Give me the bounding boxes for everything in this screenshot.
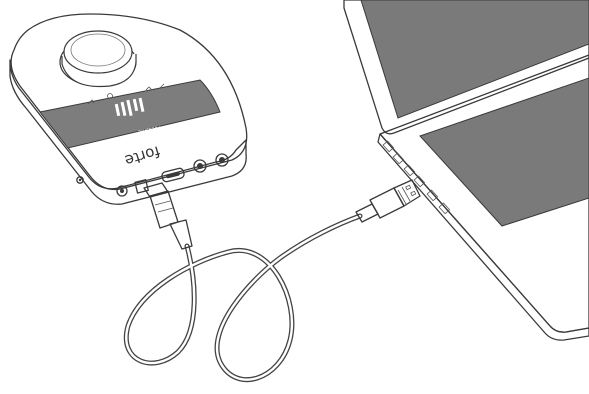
usb-cable (126, 180, 420, 380)
cable-wire-highlight (126, 216, 360, 380)
usb-a-strain-relief (356, 204, 378, 222)
usb-a-plug (370, 180, 420, 218)
audio-interface: forte Focusrite (10, 14, 247, 204)
laptop-keyboard-area (420, 78, 589, 226)
laptop (344, 0, 589, 340)
usb-b-plug (144, 183, 178, 228)
interface-brand-label: forte (123, 142, 162, 170)
cable-wire (126, 216, 360, 380)
volume-knob (60, 31, 136, 87)
